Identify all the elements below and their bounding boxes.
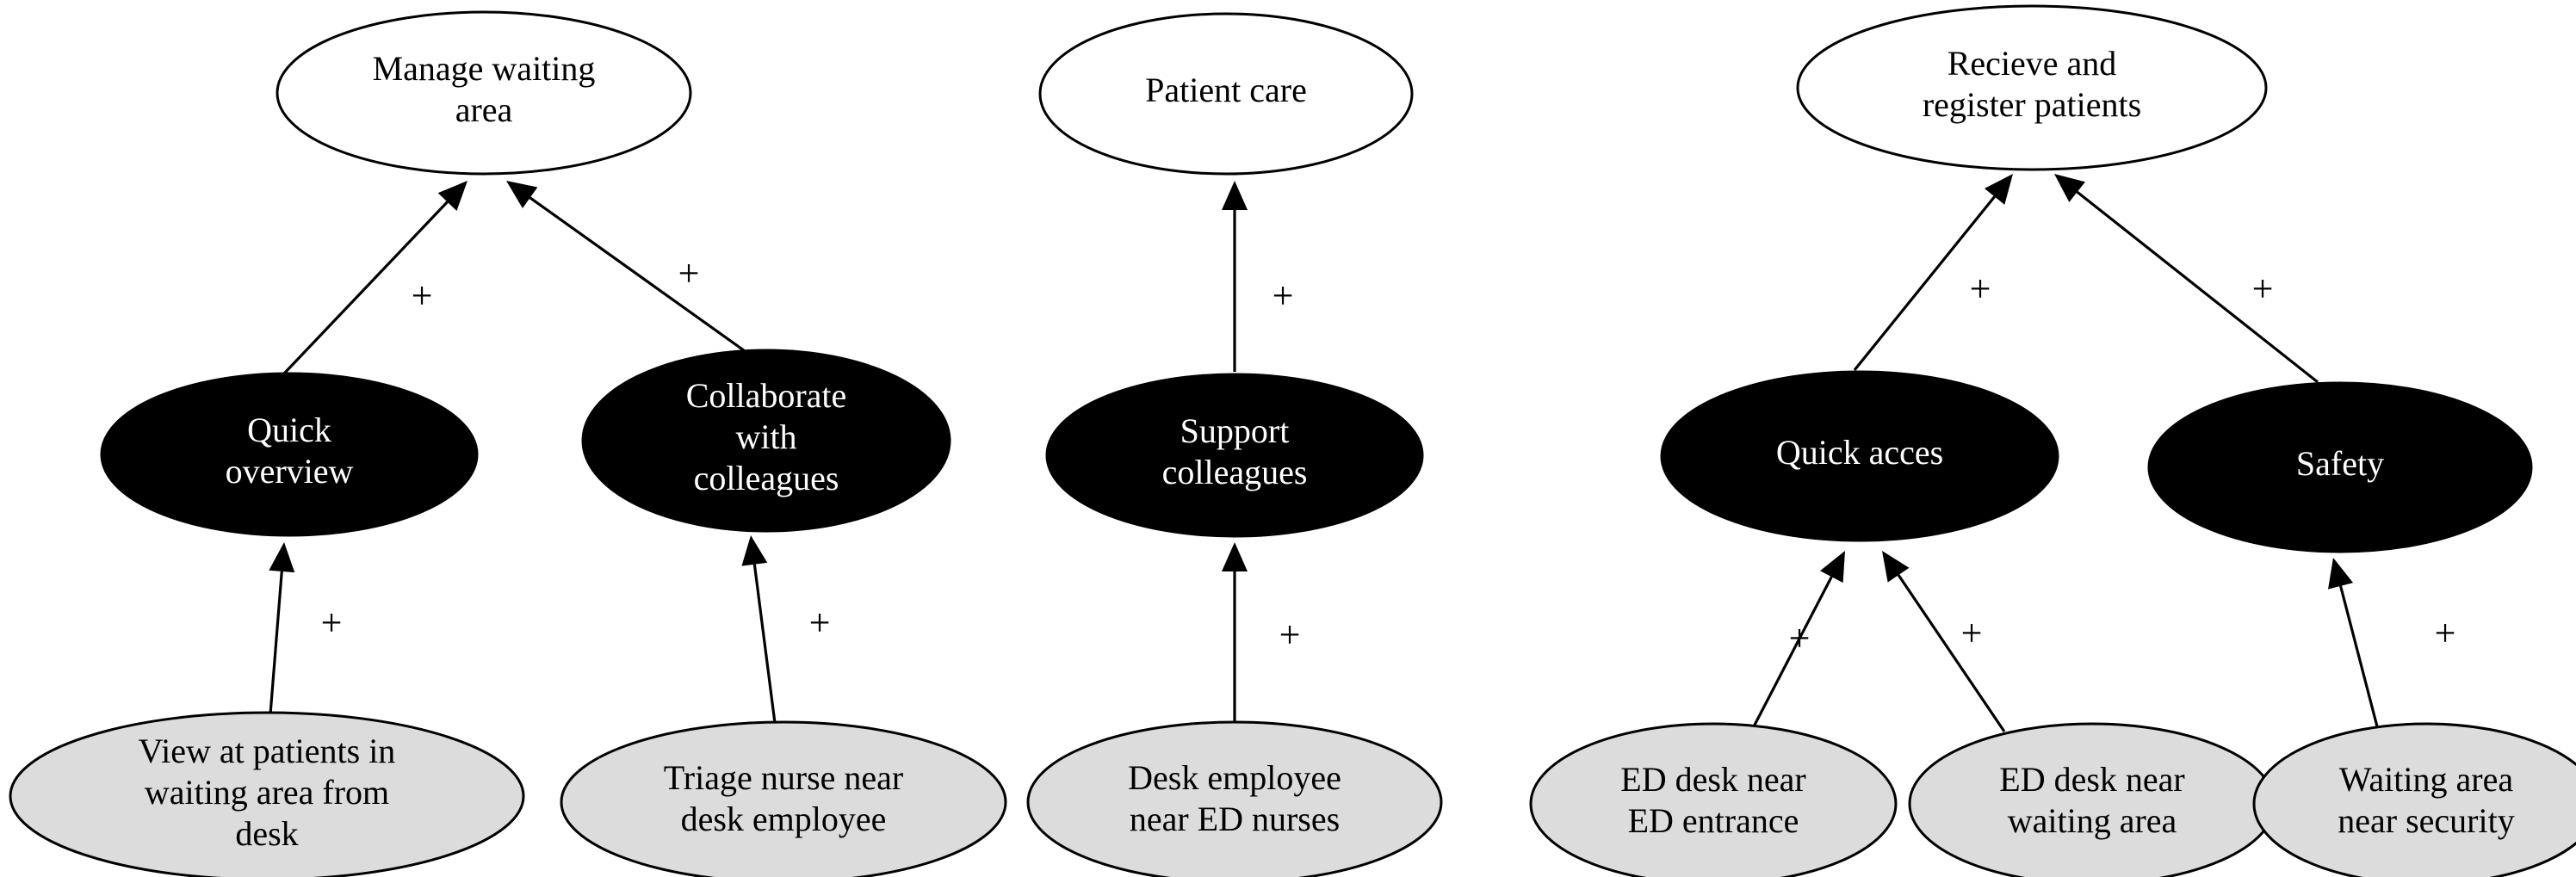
- link-contribution-label: +: [321, 602, 343, 644]
- link-line: [1750, 576, 1833, 731]
- link-arrowhead: [741, 535, 768, 566]
- contribution-link: [269, 542, 295, 715]
- link-contribution-label: +: [1970, 268, 1991, 310]
- node-shape[interactable]: [1026, 720, 1443, 877]
- link-contribution-label: +: [1961, 612, 1983, 654]
- contribution-link: [1222, 542, 1248, 723]
- link-arrowhead: [1984, 174, 2013, 205]
- link-arrowhead: [437, 181, 468, 211]
- link-line: [269, 571, 283, 715]
- link-line: [752, 564, 777, 724]
- link-contribution-label: +: [678, 252, 700, 294]
- link-line: [529, 196, 748, 355]
- link-contribution-label: +: [2435, 612, 2456, 654]
- node-shape[interactable]: [100, 372, 479, 537]
- contribution-link: [2054, 174, 2319, 384]
- node-quick-acces[interactable]: Quick acces: [1660, 370, 2059, 542]
- node-shape[interactable]: [1796, 4, 2268, 171]
- node-shape[interactable]: [1529, 722, 1898, 877]
- node-shape[interactable]: [1908, 722, 2276, 877]
- link-arrowhead: [1222, 542, 1248, 571]
- node-shape[interactable]: [2252, 722, 2576, 877]
- link-contribution-label: +: [809, 602, 831, 644]
- contribution-link: [2328, 558, 2380, 731]
- node-shape[interactable]: [1045, 373, 1424, 538]
- link-contribution-label: +: [1279, 614, 1301, 656]
- link-labels-layer: + + + + + + + + + + +: [321, 252, 2456, 659]
- link-arrowhead: [1882, 551, 1910, 583]
- link-line: [282, 201, 449, 375]
- contribution-link: [1222, 181, 1248, 372]
- contribution-link: [1853, 174, 2013, 372]
- links-layer: [269, 174, 2380, 732]
- link-arrowhead: [2054, 174, 2085, 202]
- link-line: [2076, 190, 2319, 384]
- contribution-link: [282, 181, 468, 375]
- node-shape[interactable]: [9, 711, 525, 877]
- link-line: [2339, 585, 2380, 731]
- node-patient-care[interactable]: Patient care: [1038, 12, 1414, 176]
- node-shape[interactable]: [560, 720, 1007, 877]
- link-contribution-label: +: [1273, 275, 1294, 317]
- node-label: Patient care: [1145, 71, 1307, 109]
- node-label: Quick acces: [1776, 433, 1943, 472]
- node-shape[interactable]: [1038, 12, 1414, 176]
- link-arrowhead: [2328, 558, 2354, 590]
- contribution-link: [506, 181, 748, 355]
- link-arrowhead: [269, 542, 295, 573]
- link-contribution-label: +: [1789, 617, 1811, 659]
- node-shape[interactable]: [2147, 381, 2533, 553]
- link-contribution-label: +: [2252, 268, 2274, 310]
- node-shape[interactable]: [276, 10, 692, 176]
- contribution-link: [1750, 551, 1845, 731]
- contribution-link: [1882, 551, 2006, 732]
- node-safety[interactable]: Safety: [2147, 381, 2533, 553]
- contribution-link: [741, 535, 777, 724]
- link-contribution-label: +: [412, 275, 433, 317]
- node-label: Safety: [2296, 444, 2384, 483]
- link-line: [1853, 195, 1996, 372]
- link-line: [1897, 574, 2006, 732]
- link-arrowhead: [1820, 551, 1845, 584]
- node-shape[interactable]: [1660, 370, 2059, 542]
- link-arrowhead: [506, 181, 538, 208]
- link-arrowhead: [1222, 181, 1248, 210]
- node-shape[interactable]: [581, 349, 951, 533]
